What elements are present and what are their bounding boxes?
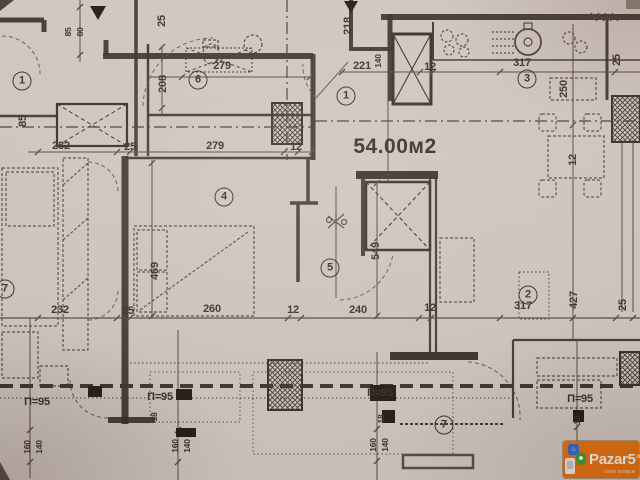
- dim-label: 140: [34, 440, 44, 454]
- dim-label: 12: [287, 304, 299, 316]
- dim-label: 25: [156, 15, 168, 27]
- room-marker: 5: [320, 258, 340, 278]
- axis-lines: [0, 0, 640, 399]
- dim-label: 85: [63, 27, 73, 37]
- area-label: 54.00м2: [353, 135, 437, 158]
- dim-label: 240: [349, 304, 367, 316]
- dim-label: 427: [568, 291, 580, 309]
- dim-label: 12: [567, 154, 579, 166]
- dim-label: 279: [206, 140, 224, 152]
- dim-label: 85: [17, 115, 29, 127]
- dim-label: 25: [122, 305, 134, 317]
- dim-label: 317: [513, 57, 531, 69]
- door-arcs: [1, 35, 521, 421]
- furniture: [1, 77, 618, 470]
- dim-label: 232: [51, 304, 69, 316]
- dim-label: 549: [370, 242, 382, 260]
- dim-label: 12: [290, 141, 302, 153]
- pin-icon: [576, 452, 586, 465]
- watermark-brand: Pazar5.mk: [589, 451, 640, 468]
- columns: [267, 95, 640, 411]
- room-marker: 1: [12, 71, 32, 91]
- pazar5-watermark: ⌂ Pazar5.mk сите огласи: [563, 441, 640, 478]
- phone-icon: [565, 457, 575, 474]
- dim-label: 250: [558, 80, 570, 98]
- dim-label: 12: [424, 302, 436, 314]
- room-marker: 4: [214, 187, 234, 207]
- height-label: П=95: [147, 391, 173, 403]
- dim-label: 260: [203, 303, 221, 315]
- dim-label: 218: [342, 17, 354, 35]
- dim-label: 12: [424, 61, 436, 73]
- room-marker: 1: [336, 86, 356, 106]
- dim-label: 25: [617, 299, 629, 311]
- section-arrows: [88, 1, 584, 437]
- dim-label: 469: [149, 262, 161, 280]
- watermark-tagline: сите огласи: [604, 469, 635, 475]
- house-icon: ⌂: [568, 443, 579, 455]
- dim-label: 160: [368, 438, 378, 452]
- height-label: П=95: [367, 387, 393, 399]
- watermark-icons: ⌂: [565, 443, 588, 476]
- dim-label: 80: [75, 27, 85, 37]
- dim-label: 279: [213, 60, 231, 72]
- room-marker: 7: [434, 415, 454, 435]
- height-label: П=95: [24, 396, 50, 408]
- watermark-tld: .mk: [635, 454, 640, 460]
- dim-label: 25: [124, 141, 136, 153]
- dim-label: 18: [149, 412, 159, 422]
- room-marker: 3: [517, 69, 537, 89]
- dim-label: 18: [376, 414, 386, 424]
- fixtures: [202, 12, 619, 65]
- room-marker: 7: [0, 279, 15, 299]
- dim-label: 140: [182, 439, 192, 453]
- dim-label: 208: [157, 75, 169, 93]
- dim-label: 25: [611, 54, 623, 66]
- room-marker: 6: [188, 70, 208, 90]
- room-marker: 2: [518, 285, 538, 305]
- dim-label: 221: [353, 60, 371, 72]
- dim-label: 160: [170, 439, 180, 453]
- height-label: П=95: [567, 393, 593, 405]
- dim-label: 140: [373, 54, 383, 68]
- dim-label: 140: [380, 438, 390, 452]
- dim-label: 160: [22, 440, 32, 454]
- dim-label: 18: [572, 415, 582, 425]
- dim-label: 232: [52, 140, 70, 152]
- walls: [0, 0, 640, 425]
